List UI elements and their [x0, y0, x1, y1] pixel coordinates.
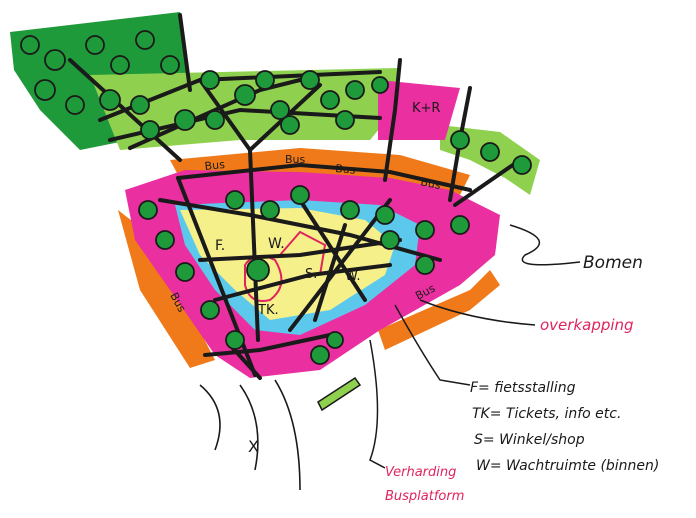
- legend-item: S= Winkel/shop: [474, 432, 585, 448]
- label-kiss-ride: K+R: [412, 101, 440, 116]
- label-wachtruimte-2: W.: [345, 269, 361, 284]
- trees: [20, 30, 532, 365]
- label-wachtruimte-1: W.: [268, 236, 285, 252]
- road-lines-bottom: [199, 379, 301, 491]
- label-winkel: S.: [305, 267, 317, 282]
- legend-item: TK= Tickets, info etc.: [472, 406, 621, 422]
- legend-item: W= Wachtruimte (binnen): [476, 458, 659, 474]
- label-tickets: TK.: [257, 303, 279, 318]
- legend: F= fietsstalling TK= Tickets, info etc. …: [470, 380, 659, 474]
- leader-lines: [369, 224, 581, 469]
- bus-label: Bus: [285, 153, 306, 166]
- label-fietsstalling: F.: [215, 238, 225, 254]
- bus-label: Bus: [335, 162, 357, 177]
- bus-platform-strip: [317, 376, 362, 412]
- annotation-overkapping: overkapping: [540, 316, 634, 334]
- annotation-x-mark: X: [248, 437, 259, 456]
- bus-label: Bus: [204, 158, 226, 173]
- legend-item: F= fietsstalling: [470, 380, 576, 396]
- annotation-busplatform: Busplatform: [385, 489, 464, 504]
- annotation-verharding: Verharding: [385, 465, 456, 480]
- annotation-bomen: Bomen: [583, 253, 643, 273]
- bus-label: Bus: [419, 175, 442, 192]
